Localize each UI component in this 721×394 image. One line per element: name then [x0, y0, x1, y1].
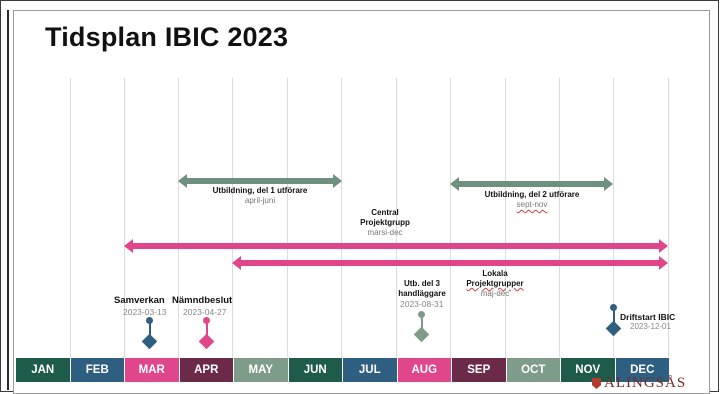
month-dec: DEC — [615, 358, 669, 382]
driftstart-marker-stem — [612, 309, 615, 323]
utb1-arrow — [178, 174, 342, 188]
utb1-period: april-juni — [244, 196, 276, 205]
month-feb: FEB — [70, 358, 124, 382]
central-period: marsi-dec — [367, 228, 403, 237]
driftstart-marker-dot — [610, 304, 617, 311]
month-may: MAY — [234, 358, 288, 382]
samverkan-marker-dot — [146, 317, 153, 324]
month-oct: OCT — [506, 358, 560, 382]
namndbeslut-marker-stem — [205, 322, 208, 336]
alingsas-logo: ALINGSÅS — [592, 375, 686, 392]
central-arrow — [124, 239, 668, 253]
grid-line — [70, 78, 71, 357]
slide — [13, 10, 710, 394]
month-sep: SEP — [452, 358, 506, 382]
lokala-arrow — [232, 256, 668, 270]
grid-line — [613, 78, 614, 357]
page-title: Tidsplan IBIC 2023 — [45, 22, 289, 52]
crest-icon — [592, 378, 601, 389]
grid-line — [287, 78, 288, 357]
grid-line — [341, 78, 342, 357]
grid-line — [668, 78, 669, 357]
utb2-arrow — [450, 177, 613, 191]
utb3-title-line2: handläggare — [398, 289, 446, 298]
central-title-line2: Projektgrupp — [360, 218, 410, 227]
grid-line — [232, 78, 233, 357]
driftstart-title: Driftstart IBIC — [620, 312, 676, 322]
lokala-title-line2: Projektgrupper — [466, 279, 524, 288]
utb3-marker-stem — [420, 316, 423, 330]
grid-line — [124, 78, 125, 357]
month-jul: JUL — [343, 358, 397, 382]
central-title-line1: Central — [371, 208, 399, 217]
utb3-marker-dot — [418, 311, 425, 318]
month-nov: NOV — [561, 358, 615, 382]
lokala-period: maj-dec — [480, 289, 510, 298]
namndbeslut-marker-dot — [203, 317, 210, 324]
logo-text: ALINGSÅS — [604, 375, 687, 391]
samverkan-title: Samverkan — [114, 295, 165, 306]
month-aug: AUG — [397, 358, 451, 382]
samverkan-marker-stem — [148, 322, 151, 336]
left-margin-bar — [7, 10, 9, 390]
utb3-date: 2023-08-31 — [400, 299, 444, 309]
grid-line — [396, 78, 397, 357]
utb3-title-line1: Utb. del 3 — [403, 279, 440, 288]
grid-line — [559, 78, 560, 357]
lokala-title-line1: Lokala — [482, 269, 508, 278]
month-apr: APR — [179, 358, 233, 382]
month-jun: JUN — [288, 358, 342, 382]
utb1-title: Utbildning, del 1 utförare — [212, 186, 308, 195]
utb2-period: sept-nov — [516, 200, 548, 209]
grid-line — [450, 78, 451, 357]
month-mar: MAR — [125, 358, 179, 382]
grid-line — [505, 78, 506, 357]
grid-line — [178, 78, 179, 357]
namndbeslut-title: Nämndbeslut — [172, 295, 233, 306]
month-jan: JAN — [16, 358, 70, 382]
samverkan-date: 2023-03-13 — [123, 307, 167, 317]
driftstart-date: 2023-12-01 — [630, 322, 671, 331]
utb2-title: Utbildning, del 2 utförare — [484, 190, 580, 199]
namndbeslut-date: 2023-04-27 — [183, 307, 227, 317]
